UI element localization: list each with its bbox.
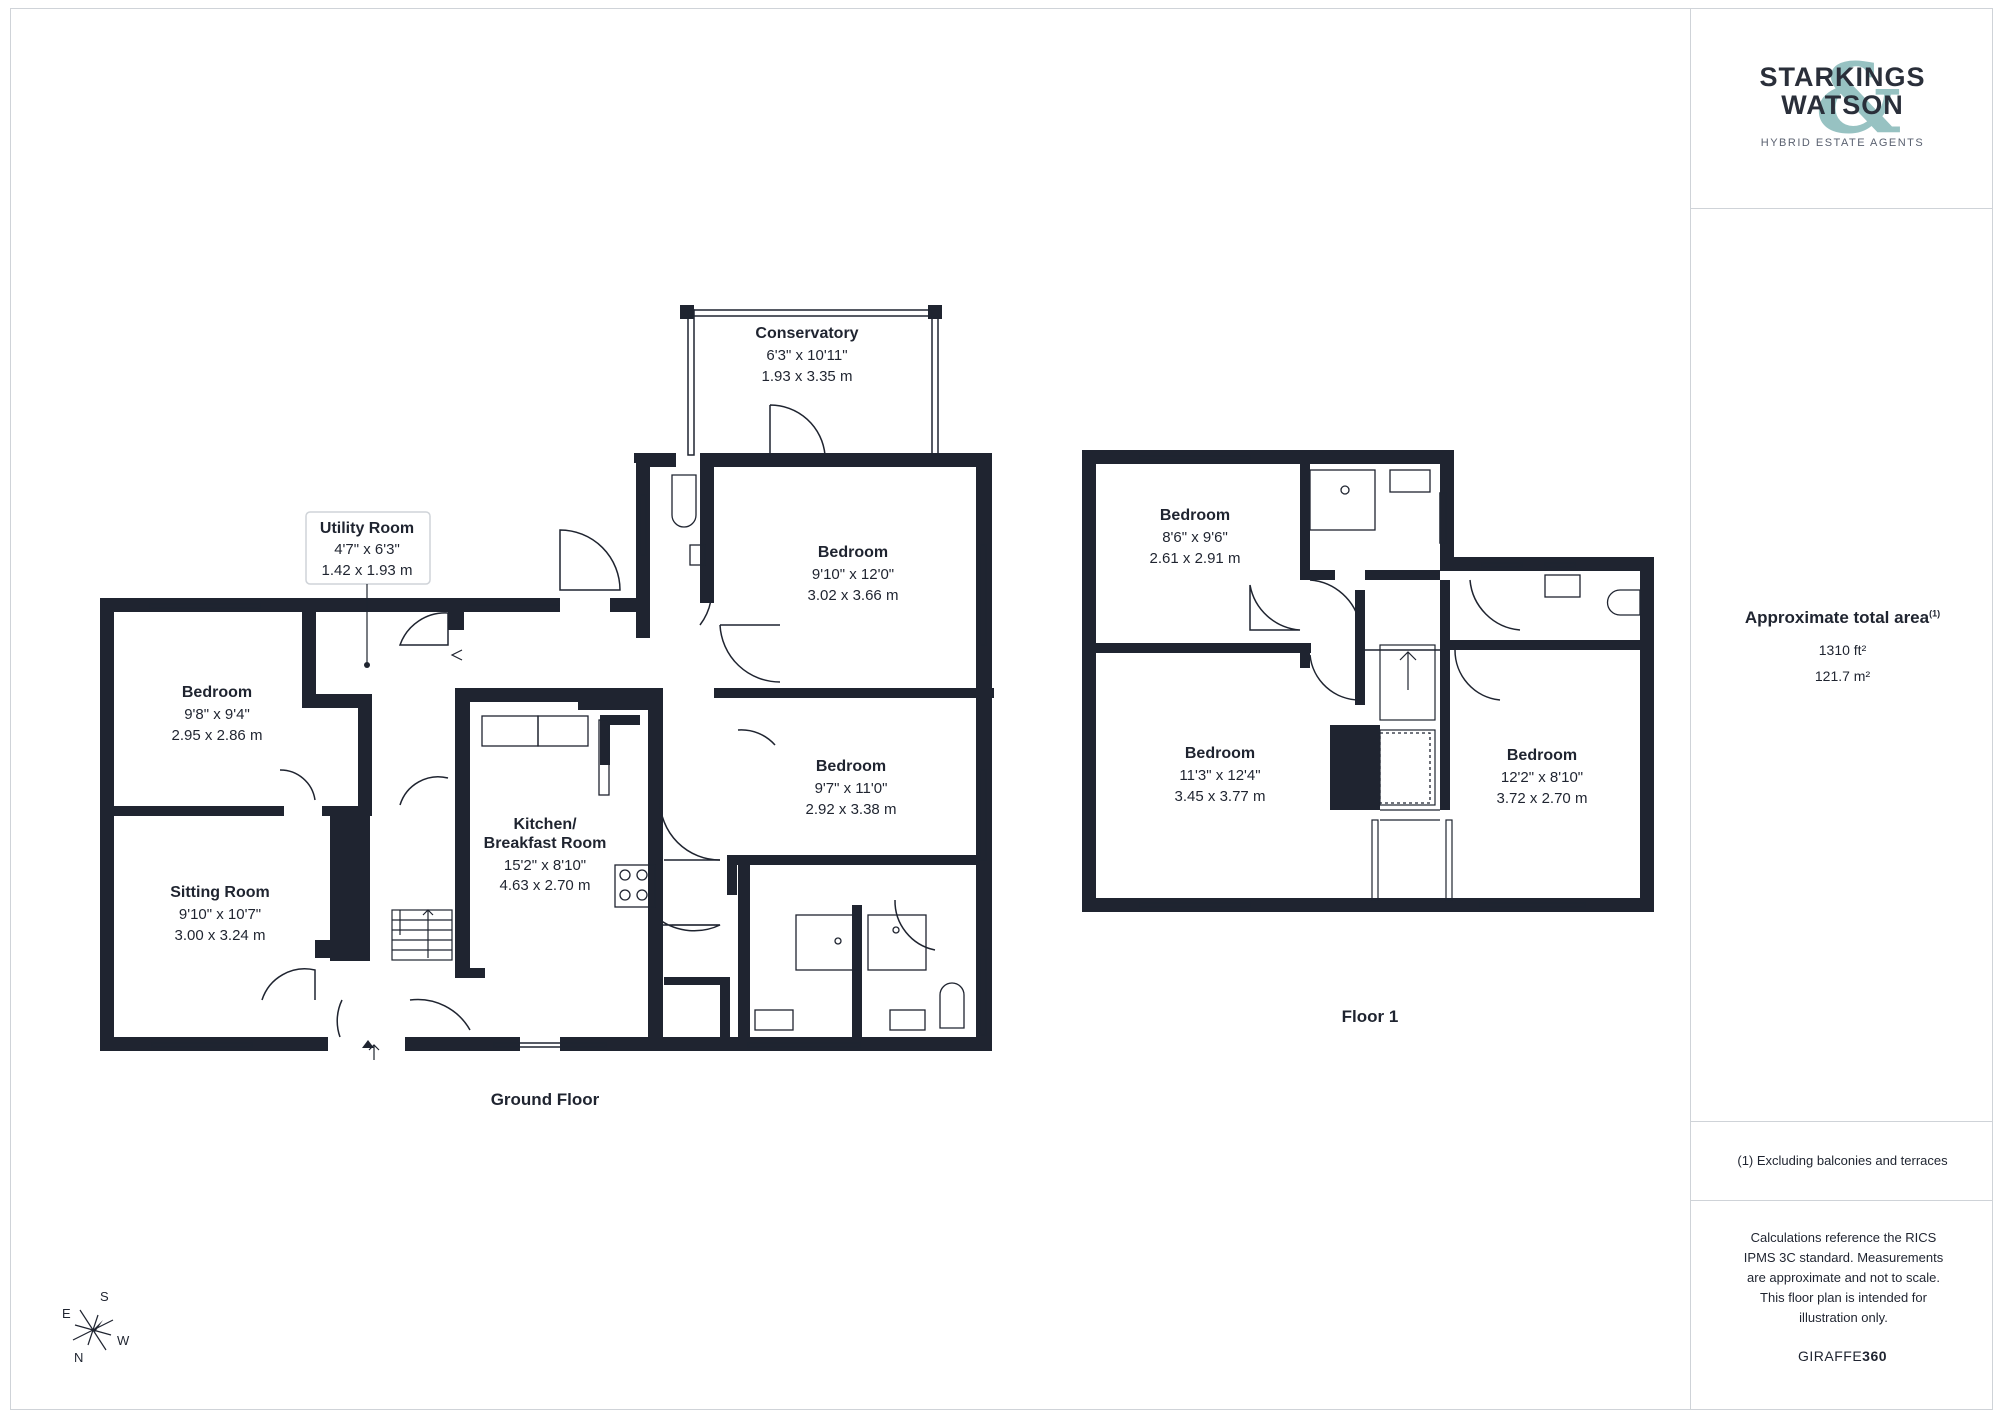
kitchen-name-line2: Breakfast Room: [484, 835, 607, 852]
conservatory-imperial: 6'3" x 10'11": [766, 347, 847, 364]
sitting-room-name: Sitting Room: [170, 884, 270, 901]
area-title: Approximate total area(1): [1691, 608, 1994, 628]
area-note-mark: (1): [1929, 608, 1941, 619]
floor-1-fixtures: [1309, 469, 1641, 804]
utility-room-name: Utility Room: [320, 520, 414, 537]
brand-prefix: GIRAFFE: [1797, 1348, 1863, 1364]
area-footnote: (1) Excluding balconies and terraces: [1737, 1153, 1948, 1168]
info-sidebar: & STARKINGS WATSON HYBRID ESTATE AGENTS …: [1690, 8, 1993, 1410]
disclaimer-text: Calculations reference the RICS IPMS 3C …: [1743, 1230, 1944, 1325]
area-title-text: Approximate total area: [1744, 608, 1930, 627]
logo-tagline: HYBRID ESTATE AGENTS: [1760, 137, 1925, 149]
entrance-arrow-icon: [368, 1044, 380, 1060]
utility-room-label-box: [305, 511, 431, 585]
ground-floor-plan: Conservatory 6'3" x 10'11" 1.93 x 3.35 m…: [100, 305, 994, 1109]
ground-floor-windows: [149, 309, 987, 1048]
floor-1-walls: [1082, 450, 1654, 912]
floor1-bedroom-bl-metric: 3.45 x 3.77 m: [1175, 788, 1266, 805]
brand-suffix: 360: [1862, 1348, 1888, 1364]
floor1-bedroom-br-imperial: 12'2" x 8'10": [1501, 769, 1583, 786]
bedroom-left-imperial: 9'8" x 9'4": [184, 706, 250, 723]
floor1-bedroom-tl-name: Bedroom: [1160, 507, 1230, 524]
sidebar-divider-bottom: [1691, 1200, 1993, 1201]
compass-icon: E S W N: [62, 1289, 130, 1365]
floor-1-doors: [1249, 579, 1521, 701]
floor1-bedroom-bl-name: Bedroom: [1185, 745, 1255, 762]
utility-room-metric: 1.42 x 1.93 m: [322, 562, 413, 579]
sitting-room-metric: 3.00 x 3.24 m: [175, 927, 266, 944]
page-frame: [10, 8, 1993, 1410]
bedroom-top-right-imperial: 9'10" x 12'0": [812, 566, 894, 583]
compass-s: S: [100, 1289, 109, 1304]
conservatory-name: Conservatory: [755, 325, 858, 342]
logo-ampersand: &: [1815, 42, 1902, 155]
utility-room-imperial: 4'7" x 6'3": [334, 541, 400, 558]
area-sqft: 1310 ft²: [1818, 642, 1867, 658]
ground-floor-fixtures: [481, 474, 965, 1031]
bedroom-mid-right-imperial: 9'7" x 11'0": [815, 780, 888, 797]
area-sqm: 121.7 m²: [1814, 668, 1871, 684]
bedroom-mid-right-name: Bedroom: [816, 758, 886, 775]
floor-1-windows: [1139, 455, 1586, 908]
compass-w: W: [117, 1333, 130, 1348]
kitchen-imperial: 15'2" x 8'10": [504, 857, 586, 874]
floor1-bedroom-bl-imperial: 11'3" x 12'4": [1179, 767, 1260, 784]
floor1-bedroom-br-name: Bedroom: [1507, 747, 1577, 764]
brand-logo: & STARKINGS WATSON HYBRID ESTATE AGENTS: [1691, 51, 1994, 150]
floor1-bedroom-br-metric: 3.72 x 2.70 m: [1497, 790, 1588, 807]
conservatory-metric: 1.93 x 3.35 m: [762, 368, 853, 385]
bedroom-top-right-metric: 3.02 x 3.66 m: [808, 587, 899, 604]
bedroom-left-metric: 2.95 x 2.86 m: [172, 727, 263, 744]
logo-line2: WATSON: [1781, 90, 1904, 120]
bedroom-mid-right-metric: 2.92 x 3.38 m: [806, 801, 897, 818]
kitchen-metric: 4.63 x 2.70 m: [500, 877, 591, 894]
logo-line1: STARKINGS: [1759, 62, 1926, 92]
utility-door-arrow-icon: [450, 649, 463, 661]
total-area: Approximate total area(1) 1310 ft² 121.7…: [1691, 608, 1994, 684]
sitting-room-imperial: 9'10" x 10'7": [179, 906, 261, 923]
floor-plan-drawing: Conservatory 6'3" x 10'11" 1.93 x 3.35 m…: [62, 305, 1654, 1365]
floor1-bedroom-tl-metric: 2.61 x 2.91 m: [1150, 550, 1241, 567]
compass-e: E: [62, 1306, 71, 1321]
sidebar-divider-top: [1691, 208, 1993, 209]
ground-floor-label: Ground Floor: [491, 1090, 600, 1109]
bedroom-left-name: Bedroom: [182, 684, 252, 701]
floor-1-label: Floor 1: [1342, 1007, 1399, 1026]
giraffe360-brand: GIRAFFE360: [1691, 1348, 1994, 1364]
floor1-bedroom-tl-imperial: 8'6" x 9'6": [1162, 529, 1228, 546]
bedroom-top-right-name: Bedroom: [818, 544, 888, 561]
ground-floor-stairs: [391, 909, 453, 961]
compass-n: N: [74, 1350, 83, 1365]
floor-1-plan: Bedroom 8'6" x 9'6" 2.61 x 2.91 m Bedroo…: [1082, 450, 1654, 1026]
kitchen-name-line1: Kitchen/: [513, 816, 577, 833]
sidebar-divider-mid: [1691, 1121, 1993, 1122]
